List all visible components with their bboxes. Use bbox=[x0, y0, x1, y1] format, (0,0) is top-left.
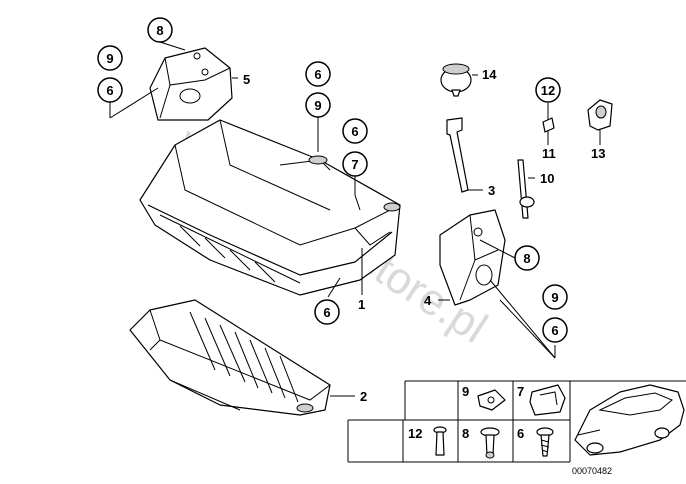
svg-text:9: 9 bbox=[314, 98, 321, 113]
callout-9-mid: 9 bbox=[305, 92, 331, 118]
fastener-8-icon bbox=[480, 427, 500, 459]
svg-text:6: 6 bbox=[551, 323, 558, 338]
diagram-code: 00070482 bbox=[572, 466, 612, 476]
callout-3: 3 bbox=[488, 183, 495, 198]
svg-text:9: 9 bbox=[106, 51, 113, 66]
callout-11: 11 bbox=[542, 146, 556, 161]
svg-text:6: 6 bbox=[106, 83, 113, 98]
part-11-clip bbox=[542, 117, 555, 133]
svg-text:6: 6 bbox=[323, 305, 330, 320]
part-13-grommet bbox=[587, 99, 613, 131]
fastener-12-icon bbox=[433, 426, 447, 456]
leader-lines bbox=[109, 41, 601, 397]
callout-6-left: 6 bbox=[97, 77, 123, 103]
callout-8-top: 8 bbox=[147, 17, 173, 43]
fastener-7-icon bbox=[529, 384, 566, 416]
svg-text:6: 6 bbox=[351, 124, 358, 139]
svg-text:5: 5 bbox=[243, 72, 250, 87]
fastener-legend-table: 9 7 12 8 6 bbox=[347, 380, 686, 463]
fastener-9-icon bbox=[477, 389, 506, 411]
callout-4: 4 bbox=[424, 293, 432, 308]
part-14-rubber-buffer bbox=[440, 63, 472, 97]
svg-text:11: 11 bbox=[542, 146, 556, 161]
svg-text:12: 12 bbox=[541, 83, 555, 98]
fastener-6-icon bbox=[536, 427, 554, 457]
svg-text:8: 8 bbox=[156, 23, 163, 38]
part-2-lower-shroud bbox=[129, 299, 331, 416]
callout-14: 14 bbox=[482, 67, 497, 82]
callout-10: 10 bbox=[540, 171, 554, 186]
svg-text:13: 13 bbox=[591, 146, 605, 161]
callout-1: 1 bbox=[358, 297, 365, 312]
svg-text:4: 4 bbox=[424, 293, 432, 308]
callout-13: 13 bbox=[591, 146, 605, 161]
svg-text:8: 8 bbox=[523, 251, 530, 266]
svg-text:3: 3 bbox=[488, 183, 495, 198]
svg-text:10: 10 bbox=[540, 171, 554, 186]
callout-12-top: 12 bbox=[535, 77, 561, 103]
callout-2: 2 bbox=[360, 389, 367, 404]
callout-9-left: 9 bbox=[97, 45, 123, 71]
svg-text:1: 1 bbox=[358, 297, 365, 312]
legend-7: 7 bbox=[517, 384, 524, 399]
part-1-air-duct bbox=[139, 119, 401, 296]
legend-8: 8 bbox=[462, 426, 469, 441]
legend-6: 6 bbox=[517, 426, 524, 441]
legend-9: 9 bbox=[462, 384, 469, 399]
svg-text:14: 14 bbox=[482, 67, 497, 82]
svg-text:7: 7 bbox=[351, 157, 358, 172]
part-4-side-bracket bbox=[439, 209, 506, 306]
callout-6-bottom: 6 bbox=[314, 299, 340, 325]
callout-9-right: 9 bbox=[542, 284, 568, 310]
callout-6-right: 6 bbox=[542, 317, 568, 343]
svg-text:9: 9 bbox=[551, 290, 558, 305]
legend-12: 12 bbox=[408, 426, 422, 441]
callout-7-mid: 7 bbox=[342, 151, 368, 177]
callout-8-right: 8 bbox=[514, 245, 540, 271]
part-5-bracket bbox=[149, 47, 233, 121]
car-silhouette bbox=[574, 384, 685, 456]
part-3-clamp bbox=[446, 117, 469, 193]
callout-5: 5 bbox=[243, 72, 250, 87]
svg-text:2: 2 bbox=[360, 389, 367, 404]
callout-6-mid-top: 6 bbox=[305, 61, 331, 87]
part-10-cable-tie bbox=[517, 159, 535, 219]
callout-6-mid2: 6 bbox=[342, 118, 368, 144]
svg-text:6: 6 bbox=[314, 67, 321, 82]
